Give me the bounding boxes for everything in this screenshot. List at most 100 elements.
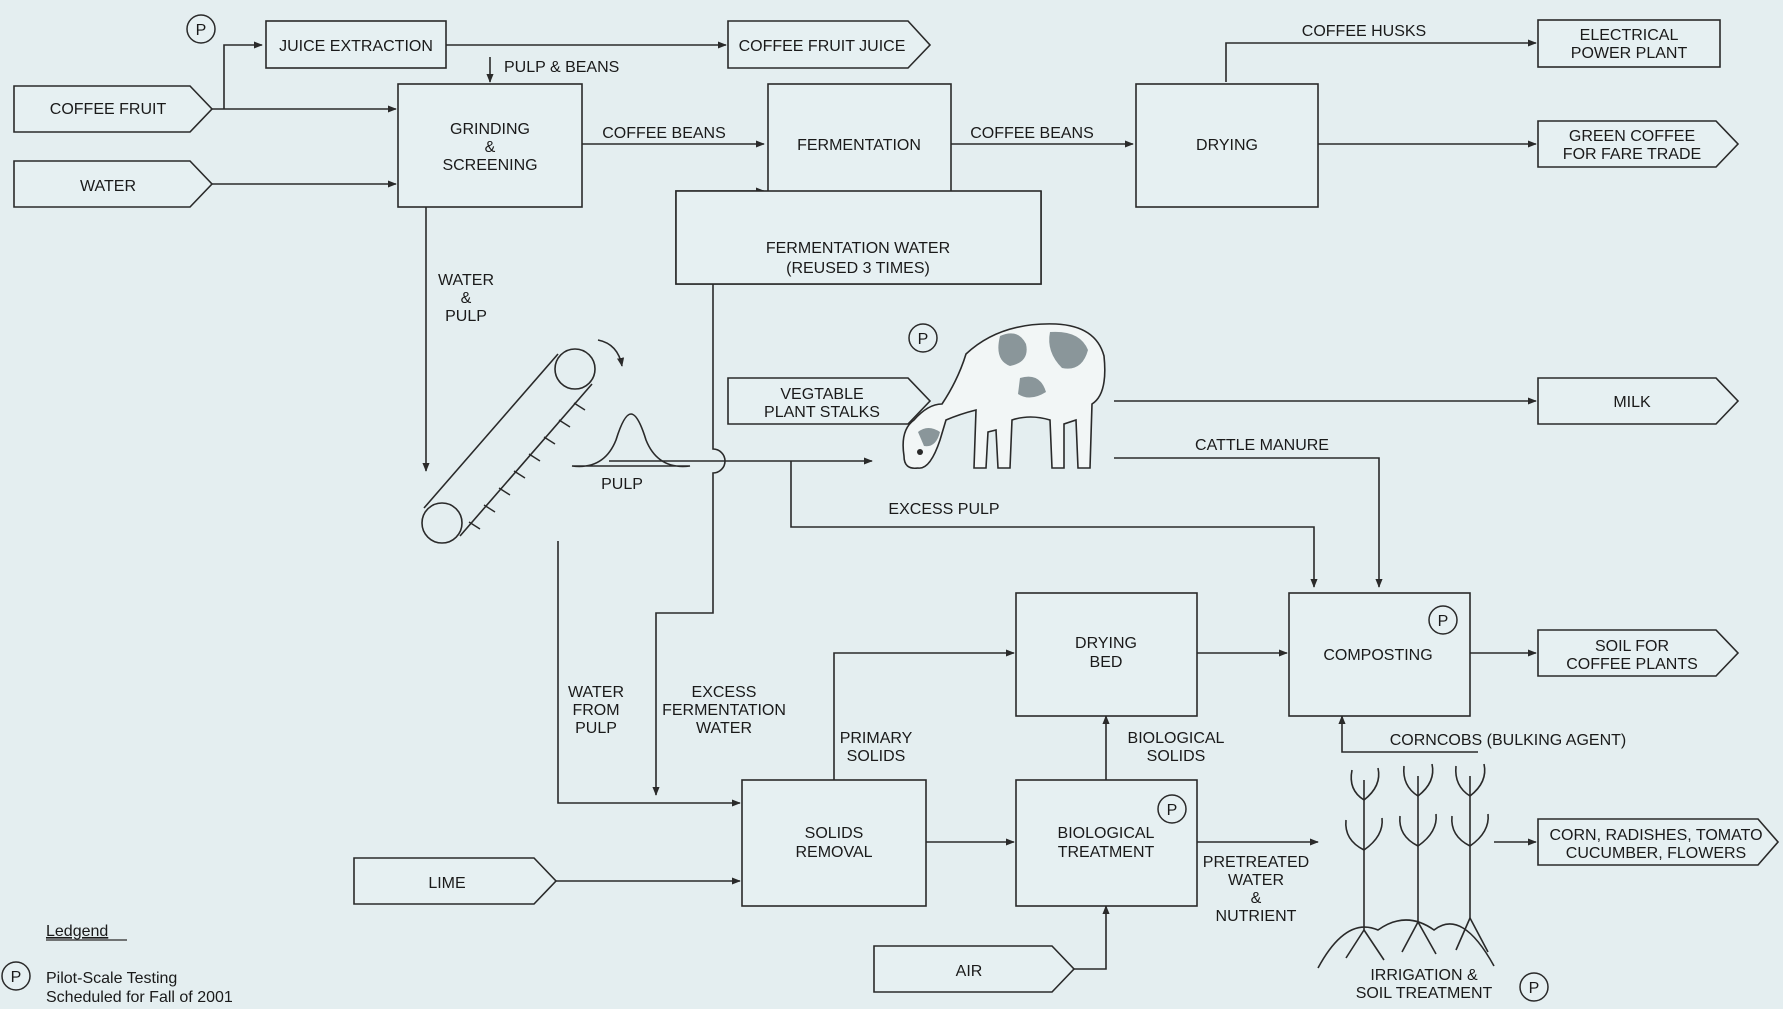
svg-text:WATER: WATER (80, 178, 136, 195)
svg-text:GREEN COFFEE: GREEN COFFEE (1569, 128, 1695, 145)
svg-text:MILK: MILK (1613, 394, 1651, 411)
svg-text:DRYING: DRYING (1196, 137, 1258, 154)
svg-text:FERMENTATION WATER: FERMENTATION WATER (766, 240, 950, 257)
label-coffee-beans-2: COFFEE BEANS (970, 125, 1094, 142)
label-pulp-beans: PULP & BEANS (504, 59, 619, 76)
svg-text:BED: BED (1090, 654, 1123, 671)
svg-text:AIR: AIR (956, 963, 983, 980)
svg-text:SOLIDS: SOLIDS (1147, 748, 1206, 765)
pilot-marker-bio-treatment: P (1157, 794, 1187, 824)
label-excess-pulp: EXCESS PULP (888, 501, 999, 518)
svg-text:DRYING: DRYING (1075, 635, 1137, 652)
label-water-from-pulp: WATER (568, 684, 624, 701)
node-coffee-fruit-juice: COFFEE FRUIT JUICE (727, 20, 932, 69)
svg-text:FROM: FROM (572, 702, 619, 719)
connectors (212, 39, 1537, 970)
svg-text:P: P (1167, 802, 1178, 819)
svg-text:COMPOSTING: COMPOSTING (1323, 647, 1432, 664)
svg-text:COFFEE FRUIT JUICE: COFFEE FRUIT JUICE (739, 38, 906, 55)
svg-text:SCREENING: SCREENING (442, 157, 537, 174)
arrow-manure-to-composting (1114, 457, 1383, 588)
label-cattle-manure: CATTLE MANURE (1195, 437, 1329, 454)
corn-plants-illustration (1317, 763, 1495, 969)
svg-text:P: P (196, 22, 207, 39)
arrow-air-to-bio (1074, 905, 1110, 970)
pilot-marker-cattle: P (908, 323, 938, 353)
svg-text:TREATMENT: TREATMENT (1058, 844, 1155, 861)
arrow-primary-solids (833, 649, 1015, 780)
svg-text:FOR FARE TRADE: FOR FARE TRADE (1563, 146, 1701, 163)
svg-text:BIOLOGICAL: BIOLOGICAL (1058, 825, 1155, 842)
arrow-husks-to-power (1225, 39, 1537, 82)
svg-text:NUTRIENT: NUTRIENT (1216, 908, 1297, 925)
node-corn-radishes: CORN, RADISHES, TOMATO CUCUMBER, FLOWERS (1537, 818, 1780, 866)
label-water-pulp: WATER (438, 272, 494, 289)
label-pretreated-water: PRETREATED (1203, 854, 1309, 871)
svg-text:LIME: LIME (428, 875, 465, 892)
legend-title: Ledgend (46, 923, 108, 940)
label-corncobs: CORNCOBS (BULKING AGENT) (1390, 732, 1626, 749)
pilot-marker-juice: P (186, 14, 216, 44)
svg-text:PLANT STALKS: PLANT STALKS (764, 404, 880, 421)
node-green-coffee: GREEN COFFEE FOR FARE TRADE (1537, 120, 1740, 168)
label-primary-solids: PRIMARY (840, 730, 913, 747)
node-coffee-fruit: COFFEE FRUIT (13, 85, 214, 133)
svg-text:COFFEE PLANTS: COFFEE PLANTS (1566, 656, 1698, 673)
svg-text:P: P (1529, 980, 1540, 997)
svg-text:WATER: WATER (696, 720, 752, 737)
svg-text:FERMENTATION: FERMENTATION (797, 137, 921, 154)
node-drying: DRYING (1135, 83, 1319, 208)
svg-text:P: P (11, 969, 22, 986)
label-excess-fermentation-water: EXCESS (692, 684, 757, 701)
svg-text:PULP: PULP (575, 720, 617, 737)
label-biological-solids: BIOLOGICAL (1128, 730, 1225, 747)
arrow-water-from-pulp (557, 541, 741, 807)
node-juice-extraction: JUICE EXTRACTION (265, 20, 447, 69)
svg-text:SOIL FOR: SOIL FOR (1595, 638, 1669, 655)
pulp-pile-icon (571, 413, 691, 468)
node-water: WATER (13, 160, 214, 208)
svg-text:SOLIDS: SOLIDS (805, 825, 864, 842)
flow-labels: PULP & BEANS COFFEE BEANS COFFEE BEANS C… (438, 23, 1626, 1002)
svg-text:ELECTRICAL: ELECTRICAL (1580, 27, 1679, 44)
svg-text:P: P (1438, 613, 1449, 630)
legend-line-1: Pilot-Scale Testing (46, 970, 177, 987)
svg-text:REMOVAL: REMOVAL (795, 844, 872, 861)
svg-text:&: & (461, 290, 472, 307)
node-composting: COMPOSTING (1288, 592, 1471, 717)
label-coffee-beans-1: COFFEE BEANS (602, 125, 726, 142)
svg-text:PULP: PULP (445, 308, 487, 325)
svg-text:CORN, RADISHES, TOMATO: CORN, RADISHES, TOMATO (1549, 827, 1762, 844)
svg-text:&: & (1251, 890, 1262, 907)
conveyor-screen-illustration (421, 339, 625, 544)
svg-text:POWER PLANT: POWER PLANT (1571, 45, 1688, 62)
node-electrical-power-plant: ELECTRICAL POWER PLANT (1537, 19, 1721, 68)
arrow-fruit-to-juice (223, 41, 263, 109)
legend: Ledgend P Pilot-Scale Testing Scheduled … (1, 923, 233, 1006)
cow-icon (902, 323, 1106, 470)
svg-text:GRINDING: GRINDING (450, 121, 530, 138)
svg-text:COFFEE FRUIT: COFFEE FRUIT (50, 101, 167, 118)
node-air: AIR (873, 945, 1076, 993)
svg-text:CUCUMBER, FLOWERS: CUCUMBER, FLOWERS (1566, 845, 1746, 862)
svg-text:&: & (485, 139, 496, 156)
arrow-excess-fermentation-water (652, 284, 726, 796)
svg-text:(REUSED 3 TIMES): (REUSED 3 TIMES) (786, 260, 930, 277)
arrow-excess-pulp-to-composting (790, 461, 1318, 588)
node-fermentation-water: FERMENTATION WATER (REUSED 3 TIMES) (675, 190, 1042, 285)
node-grinding-screening: GRINDING & SCREENING (397, 83, 583, 208)
node-vegetable-plant-stalks: VEGTABLE PLANT STALKS (727, 377, 932, 425)
node-drying-bed: DRYING BED (1015, 592, 1198, 717)
label-pulp: PULP (601, 476, 643, 493)
svg-text:JUICE EXTRACTION: JUICE EXTRACTION (279, 38, 433, 55)
node-milk: MILK (1537, 377, 1740, 425)
node-fermentation: FERMENTATION (767, 83, 952, 208)
svg-text:SOIL TREATMENT: SOIL TREATMENT (1356, 985, 1493, 1002)
node-lime: LIME (353, 857, 558, 905)
pilot-marker-irrigation: P (1519, 972, 1549, 1002)
svg-text:SOLIDS: SOLIDS (847, 748, 906, 765)
arrow-corncobs-to-composting (1338, 715, 1478, 753)
node-solids-removal: SOLIDS REMOVAL (741, 779, 927, 907)
node-soil-for-coffee-plants: SOIL FOR COFFEE PLANTS (1537, 629, 1740, 677)
